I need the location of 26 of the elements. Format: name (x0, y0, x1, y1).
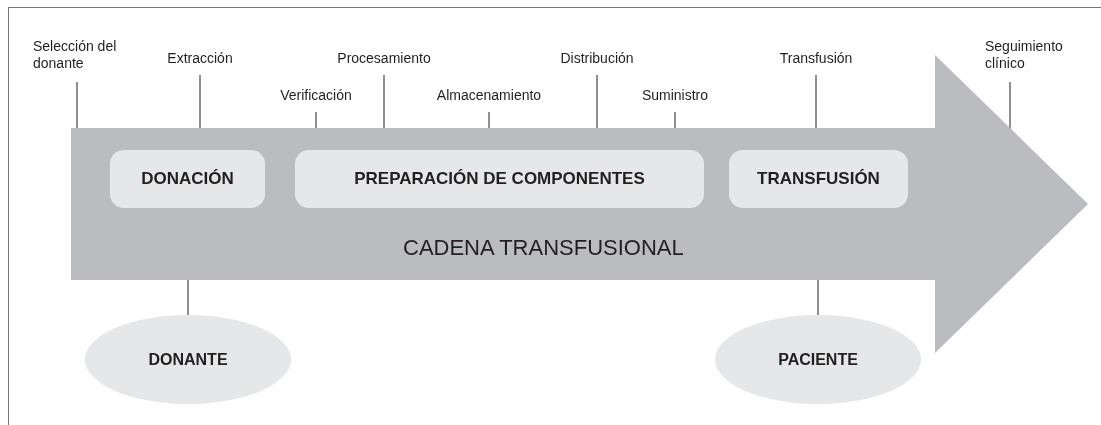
step-label: Seguimiento clínico (985, 38, 1085, 74)
leader-line (488, 111, 490, 129)
leader-line (383, 74, 385, 129)
step-label: Almacenamiento (426, 87, 552, 104)
stage-box: PREPARACIÓN DE COMPONENTES (295, 150, 704, 208)
stage-box: DONACIÓN (110, 150, 265, 208)
leader-line (76, 81, 78, 129)
band-title: CADENA TRANSFUSIONAL (403, 234, 684, 262)
step-label: Transfusión (766, 50, 866, 67)
leader-line (674, 111, 676, 129)
stage-box: TRANSFUSIÓN (729, 150, 908, 208)
step-label: Distribución (547, 50, 647, 67)
leader-line (817, 279, 819, 316)
step-label: Extracción (150, 50, 250, 67)
step-label: Procesamiento (327, 50, 441, 67)
step-label: Suministro (630, 87, 720, 104)
step-label: Verificación (262, 87, 370, 104)
step-label: Selección del donante (33, 38, 117, 74)
leader-line (1009, 81, 1011, 130)
leader-line (199, 74, 201, 129)
person-ellipse: PACIENTE (715, 315, 921, 404)
person-ellipse: DONANTE (85, 315, 291, 404)
leader-line (315, 111, 317, 129)
leader-line (596, 74, 598, 129)
leader-line (187, 279, 189, 316)
leader-line (815, 74, 817, 129)
